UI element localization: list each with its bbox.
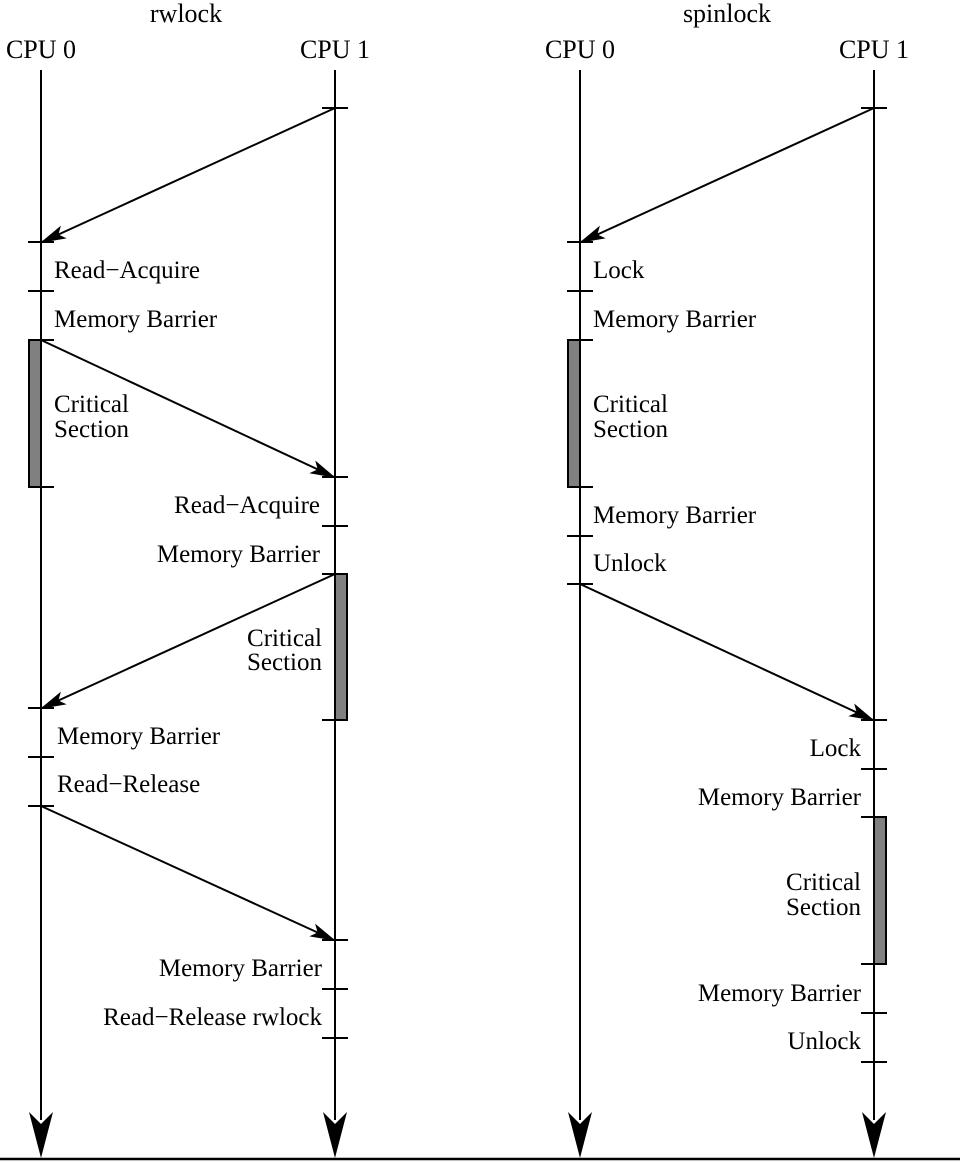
rwlock-cpu0-header: CPU 0 (6, 35, 76, 64)
spinlock-cpu1-memory-barrier-label: Memory Barrier (698, 980, 862, 1007)
rwlock-panel: rwlock CPU 0 CPU 1 Read−Acq (6, 0, 370, 1158)
spinlock-cpu0-section-label: Section (593, 416, 668, 443)
rwlock-cpu0-memory-barrier-label: Memory Barrier (57, 723, 221, 750)
rwlock-cpu1-memory-barrier-label: Memory Barrier (157, 541, 321, 568)
spinlock-cpu0-unlock-label: Unlock (593, 550, 667, 577)
rwlock-cpu0-timeline-arrowhead (29, 1112, 53, 1158)
rwlock-cpu0-critical-section-bar (28, 339, 42, 488)
spinlock-cpu0-memory-barrier-label: Memory Barrier (593, 502, 757, 529)
rwlock-cpu1-read-acquire-label: Read−Acquire (174, 492, 320, 519)
rwlock-title: rwlock (150, 0, 222, 28)
rwlock-cpu1-memory-barrier-label: Memory Barrier (159, 955, 323, 982)
rwlock-cpu0-critical-label: Critical (54, 391, 129, 418)
spinlock-cpu1-lock-label: Lock (810, 735, 862, 762)
rwlock-cpu1-section-label: Section (247, 649, 322, 676)
rwlock-cpu0-section-label: Section (54, 416, 129, 443)
rwlock-cpu0-read-acquire-label: Read−Acquire (54, 257, 200, 284)
rwlock-cpu1-read-release-rwlock-label: Read−Release rwlock (103, 1004, 322, 1031)
spinlock-cpu0-critical-section-bar (567, 339, 581, 488)
spinlock-cpu1-section-label: Section (786, 894, 861, 921)
spinlock-message-arrow (579, 107, 875, 243)
spinlock-panel: spinlock CPU 0 CPU 1 Lock Memory Barrier (545, 0, 909, 1158)
spinlock-cpu0-memory-barrier-label: Memory Barrier (593, 306, 757, 333)
spinlock-cpu1-memory-barrier-label: Memory Barrier (698, 784, 862, 811)
rwlock-cpu0-read-release-label: Read−Release (57, 771, 200, 798)
spinlock-cpu0-lock-label: Lock (593, 257, 645, 284)
spinlock-cpu0-timeline-arrowhead (568, 1112, 592, 1158)
rwlock-message-arrow (40, 573, 336, 709)
rwlock-cpu1-header: CPU 1 (300, 35, 370, 64)
rwlock-cpu0-memory-barrier-label: Memory Barrier (54, 306, 218, 333)
spinlock-message-arrow (579, 583, 875, 721)
rwlock-message-arrow (40, 107, 336, 243)
rwlock-cpu1-critical-section-bar (334, 573, 348, 721)
rwlock-message-arrow (40, 805, 336, 941)
spinlock-cpu1-header: CPU 1 (839, 35, 909, 64)
rwlock-cpu1-critical-label: Critical (247, 625, 322, 652)
spinlock-cpu1-critical-section-bar (873, 816, 887, 965)
spinlock-cpu1-timeline-arrowhead (862, 1112, 886, 1158)
spinlock-cpu0-header: CPU 0 (545, 35, 615, 64)
spinlock-cpu1-unlock-label: Unlock (787, 1028, 861, 1055)
spinlock-title: spinlock (683, 0, 771, 28)
spinlock-cpu1-critical-label: Critical (786, 869, 861, 896)
spinlock-cpu0-critical-label: Critical (593, 391, 668, 418)
rwlock-message-arrow (40, 339, 336, 478)
rwlock-cpu1-timeline-arrowhead (323, 1112, 347, 1158)
